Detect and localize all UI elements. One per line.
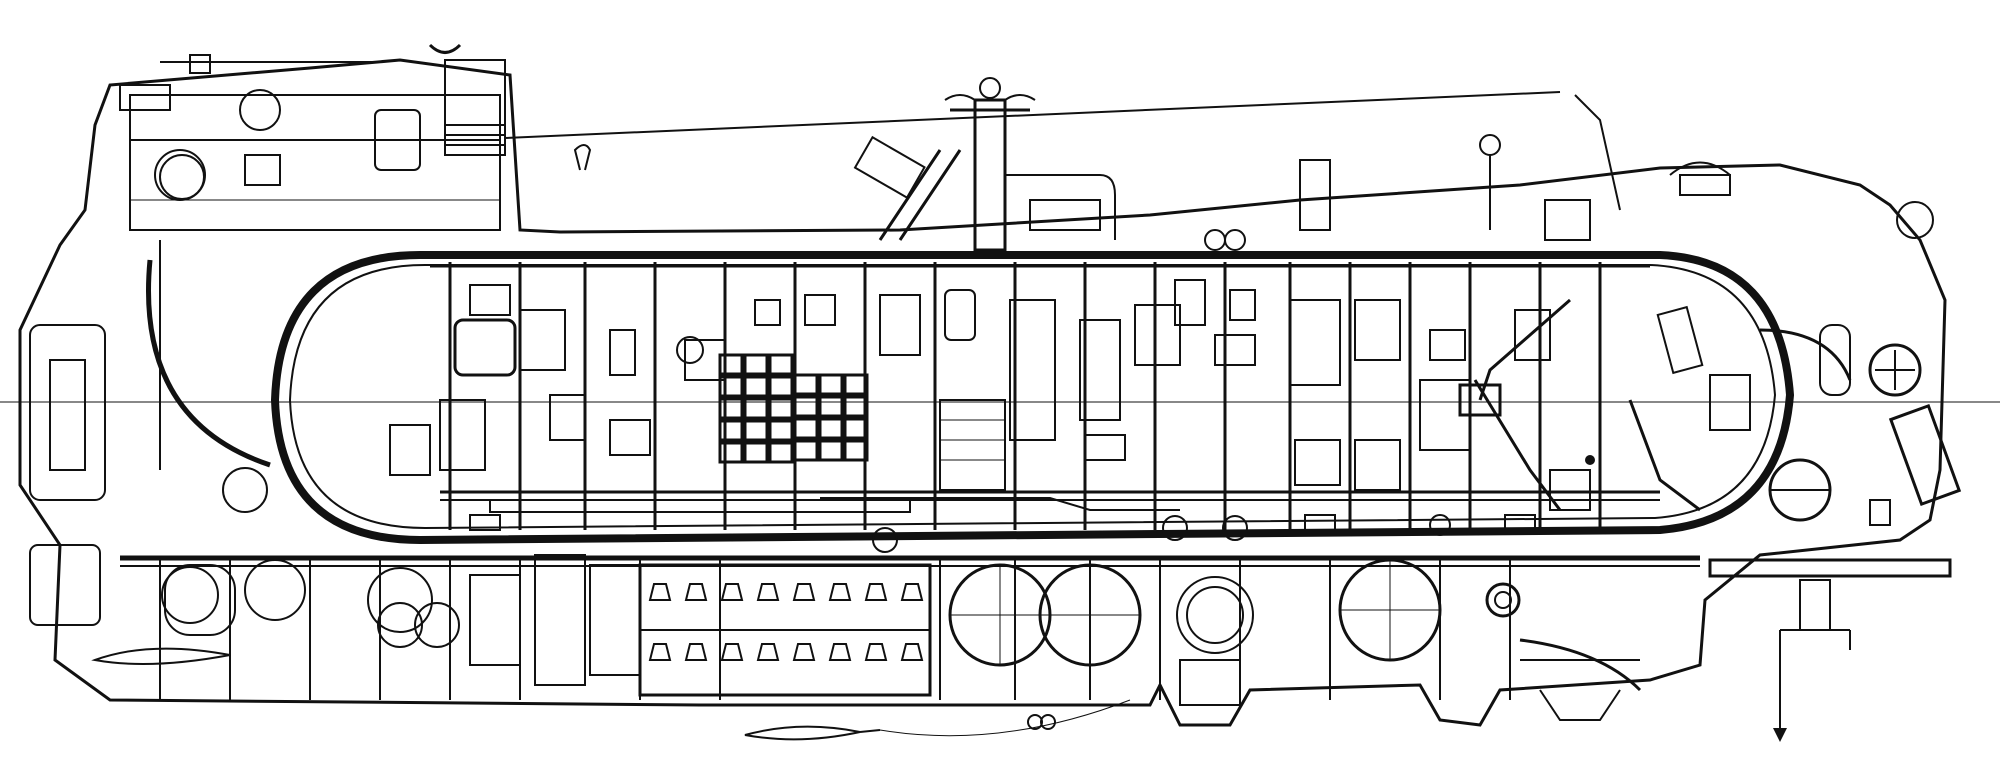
locker-cell <box>793 373 819 396</box>
battery-cell <box>900 583 924 601</box>
locker-cell <box>843 395 869 418</box>
locker-cell <box>718 353 744 376</box>
battery-cell <box>828 643 852 661</box>
battery-cell <box>648 583 672 601</box>
locker-cell <box>818 395 844 418</box>
stern-bracket <box>1519 638 1642 721</box>
pressure-hull <box>270 251 1795 545</box>
locker-cell <box>743 441 769 464</box>
forward-ballast-curve <box>146 259 271 468</box>
mast-support <box>1574 94 1621 211</box>
locker-cell <box>793 395 819 418</box>
battery-cell <box>792 583 816 601</box>
locker-cell <box>793 417 819 440</box>
locker-cell <box>768 441 794 464</box>
battery-cell <box>648 643 672 661</box>
locker-cell <box>818 417 844 440</box>
aft-machinery <box>29 149 641 686</box>
battery-cell <box>684 583 708 601</box>
battery-cell <box>756 643 780 661</box>
locker-cell <box>743 375 769 398</box>
sail-tower <box>119 43 506 231</box>
outer-hull-outline <box>18 58 1947 727</box>
locker-cell <box>718 397 744 420</box>
battery-cell <box>792 643 816 661</box>
battery-cell <box>864 643 888 661</box>
locker-cell <box>818 439 844 462</box>
locker-cell <box>743 419 769 442</box>
locker-cell <box>768 419 794 442</box>
pressure-hull-inner <box>288 264 1777 530</box>
locker-cell <box>768 397 794 420</box>
battery-cell <box>828 583 852 601</box>
locker-cell <box>768 353 794 376</box>
locker-grid <box>718 353 869 464</box>
locker-cell <box>743 397 769 420</box>
locker-cell <box>718 441 744 464</box>
bow-equipment <box>1708 324 1962 650</box>
battery-cell <box>684 643 708 661</box>
floor-piping <box>469 497 1536 553</box>
interior-equipment <box>389 279 1751 511</box>
locker-cell <box>743 353 769 376</box>
battery-cell <box>756 583 780 601</box>
battery-bay <box>638 563 932 697</box>
ballast-tanks <box>948 558 1521 706</box>
antenna-wire <box>504 91 1561 139</box>
locker-cell <box>843 417 869 440</box>
battery-cell <box>720 643 744 661</box>
locker-cell <box>818 373 844 396</box>
locker-cell <box>793 439 819 462</box>
manipulator-arm <box>1458 298 1701 512</box>
battery-cell <box>720 583 744 601</box>
locker-cell <box>718 419 744 442</box>
battery-cell <box>900 643 924 661</box>
towed-body <box>744 650 1787 742</box>
locker-cell <box>843 439 869 462</box>
battery-cell <box>864 583 888 601</box>
locker-cell <box>843 373 869 396</box>
locker-cell <box>768 375 794 398</box>
locker-cell <box>718 375 744 398</box>
deck-fittings <box>573 134 1934 251</box>
mast-assembly <box>853 77 1116 252</box>
